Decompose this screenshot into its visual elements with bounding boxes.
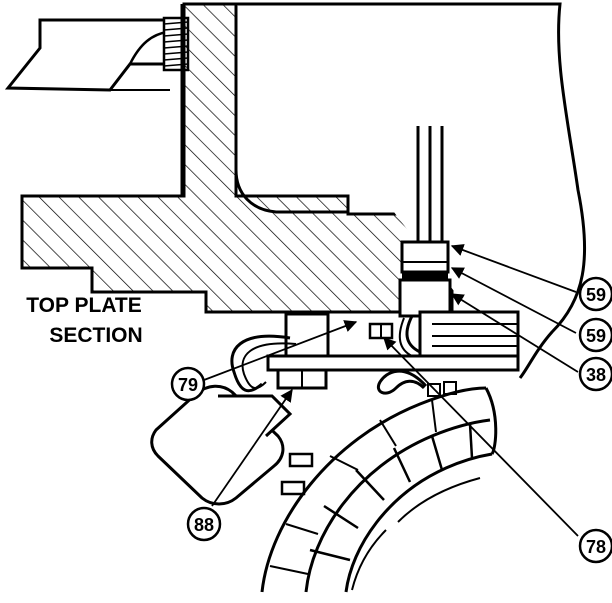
- sensor-body: [150, 384, 314, 506]
- segmented-ring: [260, 386, 498, 593]
- callout-88: 88: [186, 506, 222, 542]
- rods: [416, 126, 444, 244]
- callout-79: 79: [170, 366, 206, 402]
- callout-59-lower-label: 59: [586, 326, 606, 346]
- nut-stack: [398, 240, 452, 318]
- callout-59-lower: 59: [578, 317, 612, 353]
- section-label-line2: SECTION: [49, 324, 142, 347]
- mounting-plate: [266, 310, 520, 397]
- callout-59-upper-label: 59: [586, 285, 606, 305]
- fitting-part: [4, 16, 190, 92]
- callout-79-label: 79: [178, 375, 198, 395]
- callout-38: 38: [578, 356, 612, 392]
- callout-59-upper: 59: [578, 276, 612, 312]
- section-label-line1: TOP PLATE: [26, 294, 142, 317]
- leader-lines: [203, 244, 579, 537]
- housing-outline: [236, 2, 587, 379]
- top-plate-body: [20, 2, 587, 379]
- callout-78-label: 78: [586, 537, 606, 557]
- callout-78: 78: [578, 528, 612, 564]
- wires: [230, 315, 428, 395]
- callout-38-label: 38: [586, 365, 606, 385]
- callout-88-label: 88: [194, 515, 214, 535]
